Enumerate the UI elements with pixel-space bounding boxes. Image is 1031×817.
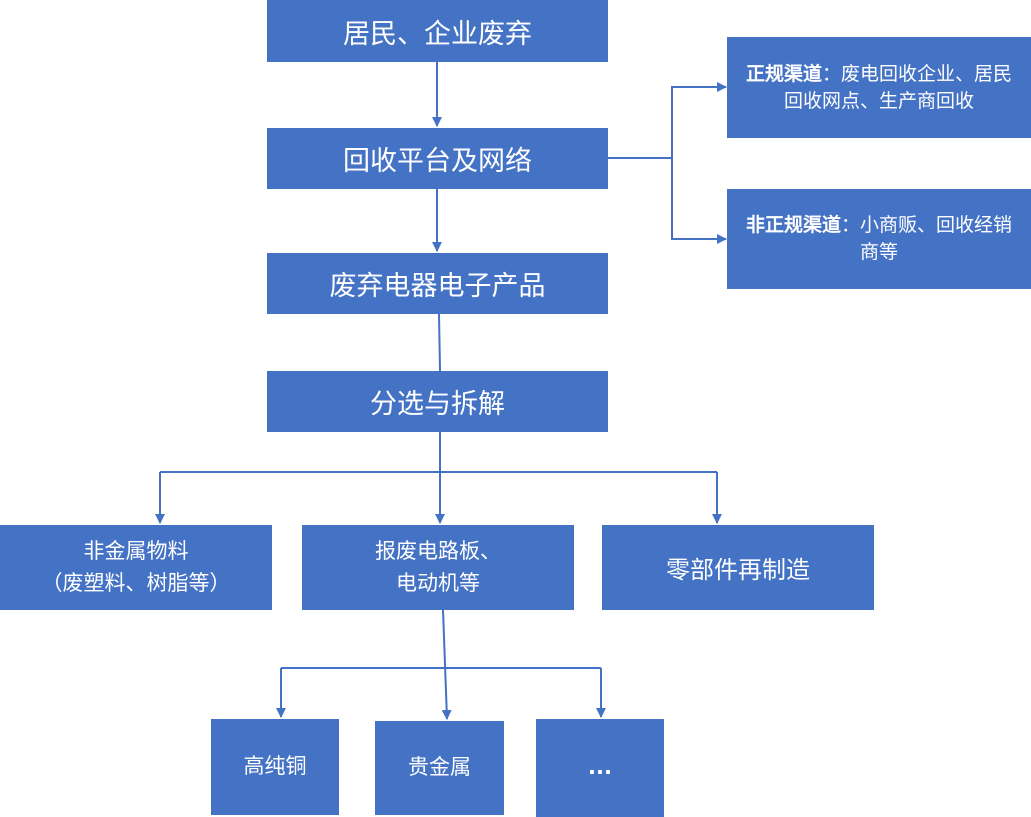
waste-products-label: 废弃电器电子产品: [329, 271, 546, 302]
scrap-boards-line2: 电动机等: [396, 570, 480, 595]
sorting-dismantling-label: 分选与拆解: [370, 389, 505, 420]
ellipsis-node: ...: [536, 719, 664, 817]
arrow-to-precious-metals: [441, 609, 452, 720]
formal-channel-node: 正规渠道：废电回收企业、居民回收网点、生产商回收: [727, 37, 1031, 138]
informal-channel-text: ：小商贩、回收经销商等: [841, 214, 1013, 263]
ellipsis-label: ...: [588, 755, 612, 780]
formal-channel-text: ：废电回收企业、居民回收网点、生产商回收: [783, 62, 1013, 112]
remanufacture-label: 零部件再制造: [666, 556, 810, 584]
informal-channel-node: 非正规渠道：小商贩、回收经销商等: [727, 189, 1031, 289]
precious-metals-label: 贵金属: [408, 755, 471, 780]
precious-metals-node: 贵金属: [375, 721, 504, 815]
recycling-platform-node: 回收平台及网络: [267, 128, 608, 189]
recycling-platform-label: 回收平台及网络: [343, 146, 532, 177]
non-metal-line2: （废塑料、树脂等）: [41, 570, 231, 595]
source-label: 居民、企业废弃: [343, 18, 532, 50]
arrow-to-informal-channel: [671, 158, 727, 244]
non-metal-line1: 非金属物料: [83, 539, 189, 563]
copper-node: 高纯铜: [211, 719, 339, 815]
scrap-boards-line1: 报废电路板、: [375, 539, 501, 563]
scrap-boards-node: 报废电路板、 电动机等: [302, 525, 574, 610]
arrow-to-formal-channel: [671, 82, 727, 158]
remanufacture-node: 零部件再制造: [602, 525, 874, 610]
sorting-dismantling-node: 分选与拆解: [267, 371, 608, 432]
source-node: 居民、企业废弃: [267, 0, 608, 62]
line-waste-to-sorting: [438, 313, 441, 372]
formal-channel-label: 正规渠道: [745, 62, 822, 85]
copper-label: 高纯铜: [243, 754, 307, 779]
formal-channel-text-wrap: 正规渠道：废电回收企业、居民回收网点、生产商回收: [741, 61, 1017, 114]
informal-channel-label: 非正规渠道: [745, 214, 841, 237]
waste-products-node: 废弃电器电子产品: [267, 253, 608, 314]
non-metal-node: 非金属物料 （废塑料、树脂等）: [0, 525, 272, 610]
informal-channel-text-wrap: 非正规渠道：小商贩、回收经销商等: [741, 212, 1017, 265]
